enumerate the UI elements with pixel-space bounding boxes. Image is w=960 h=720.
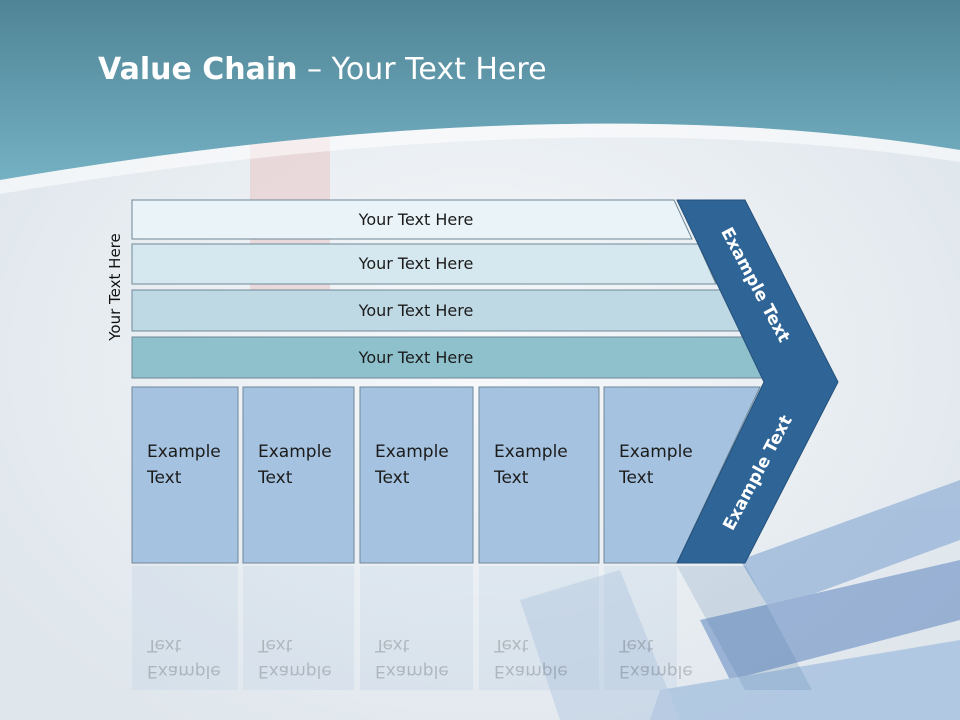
primary-column-2: [242, 386, 355, 564]
column-reflection: [243, 566, 354, 690]
title-bold: Value Chain: [98, 52, 298, 87]
column-reflection: [479, 566, 599, 690]
swatch-decoration: [520, 480, 960, 720]
primary-column-4: [478, 386, 600, 564]
support-row-1: [131, 199, 693, 240]
column-reflection: [132, 566, 238, 690]
column-reflection: [360, 566, 473, 690]
primary-column-1: [131, 386, 239, 564]
support-row-label: Your Text Here: [358, 300, 474, 320]
support-row-label: Your Text Here: [358, 347, 474, 367]
title-rest: – Your Text Here: [297, 52, 547, 87]
support-row-2: [131, 243, 717, 285]
support-row-label: Your Text Here: [358, 209, 474, 229]
support-row-label: Your Text Here: [358, 254, 474, 273]
margin-chevron: [676, 199, 839, 564]
header-band: [0, 0, 960, 180]
primary-column-3: [359, 386, 474, 564]
slide-title: Value Chain – Your Text Here: [98, 52, 547, 87]
chevron-reflection: [677, 566, 812, 690]
column-reflection: [604, 566, 677, 690]
